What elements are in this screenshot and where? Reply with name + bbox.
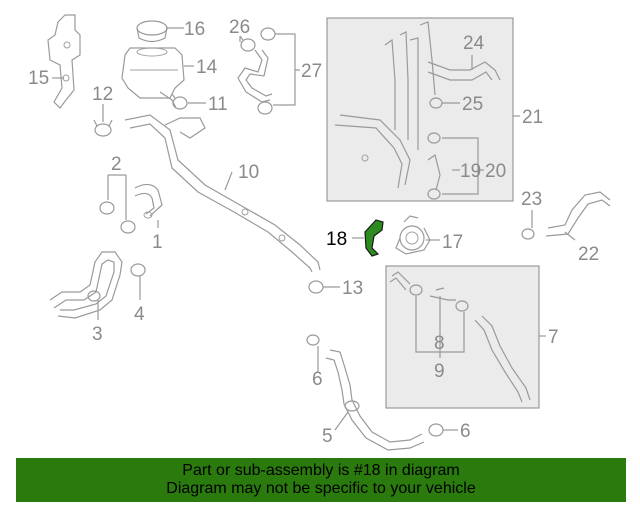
callout-24: 24 [463, 33, 485, 54]
callout-8: 8 [434, 333, 445, 354]
part-23-clamp [521, 228, 535, 240]
callout-13: 13 [342, 278, 363, 299]
assembly-panel-7 [385, 265, 540, 409]
callout-20: 20 [485, 161, 506, 182]
callout-22: 22 [578, 244, 599, 265]
part-18-highlighted [364, 219, 384, 257]
callout-labels: 16 14 15 12 11 26 27 24 25 21 20 19 2 10… [28, 17, 599, 447]
callout-11: 11 [208, 94, 228, 115]
callout-7: 7 [548, 327, 559, 348]
callout-2: 2 [111, 154, 122, 175]
info-banner: Part or sub-assembly is #18 in diagram D… [16, 458, 626, 502]
part-12-clamp [93, 119, 113, 137]
callout-5: 5 [322, 426, 333, 447]
callout-19: 19 [460, 161, 481, 182]
callout-18-highlighted: 18 [326, 229, 347, 250]
callout-27: 27 [301, 61, 322, 82]
callout-3: 3 [92, 324, 103, 345]
part-10-pipe [124, 114, 321, 273]
callout-6-lower: 6 [460, 421, 471, 442]
part-14-reservoir [121, 47, 185, 109]
callout-26: 26 [229, 17, 250, 38]
callout-16: 16 [184, 19, 205, 40]
callout-15: 15 [28, 68, 49, 89]
banner-line-1: Part or sub-assembly is #18 in diagram [182, 462, 460, 479]
callout-1: 1 [152, 232, 163, 253]
banner-line-2: Diagram may not be specific to your vehi… [166, 480, 476, 497]
part-15-bracket [47, 14, 81, 109]
part-13-clamp [308, 280, 324, 294]
callout-17: 17 [442, 232, 463, 253]
callout-4: 4 [134, 304, 145, 325]
callout-12: 12 [92, 84, 113, 105]
part-2-clamps [99, 201, 136, 234]
part-26-clamp [239, 35, 256, 52]
callout-9: 9 [434, 361, 445, 382]
callout-10: 10 [238, 162, 259, 183]
part-21-assembly [334, 21, 501, 200]
part-7-assembly [389, 271, 531, 403]
part-17-pump [395, 215, 431, 255]
callout-6-upper: 6 [312, 369, 323, 390]
part-16-cap [136, 20, 168, 43]
callout-25: 25 [462, 94, 483, 115]
part-11-clamp [171, 93, 188, 110]
part-3-hose [49, 251, 123, 319]
part-1-hose [134, 183, 163, 219]
part-4-clamp [130, 263, 146, 277]
leader-lines [52, 27, 576, 431]
callout-23: 23 [521, 189, 542, 210]
part-22-hose [545, 191, 611, 237]
callout-14: 14 [196, 57, 218, 78]
callout-21: 21 [522, 107, 543, 128]
